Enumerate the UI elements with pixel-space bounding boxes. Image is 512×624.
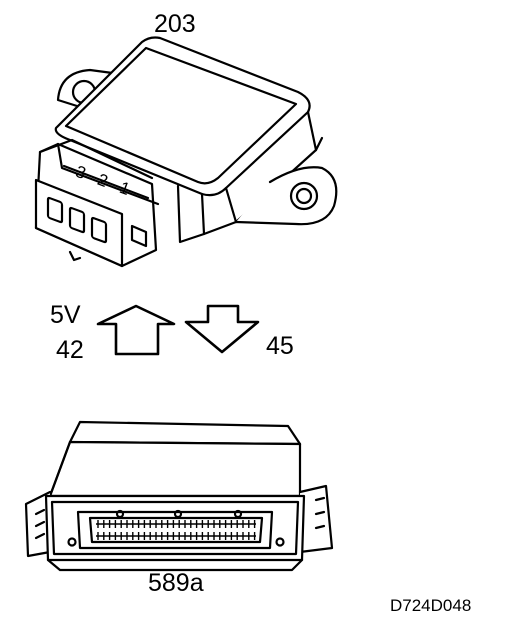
figure-code: D724D048 [390,596,472,615]
pin-supply-label: 42 [56,336,84,364]
down-arrow-icon [184,304,260,354]
control-unit-label: 589a [148,569,204,597]
control-unit [24,420,334,572]
control-unit-pin-row [96,520,256,540]
voltage-label: 5V [50,301,81,329]
pin-signal-label: 45 [266,332,294,360]
up-arrow-icon [96,304,176,356]
throttle-sensor [34,36,338,268]
sensor-label: 203 [154,10,196,38]
